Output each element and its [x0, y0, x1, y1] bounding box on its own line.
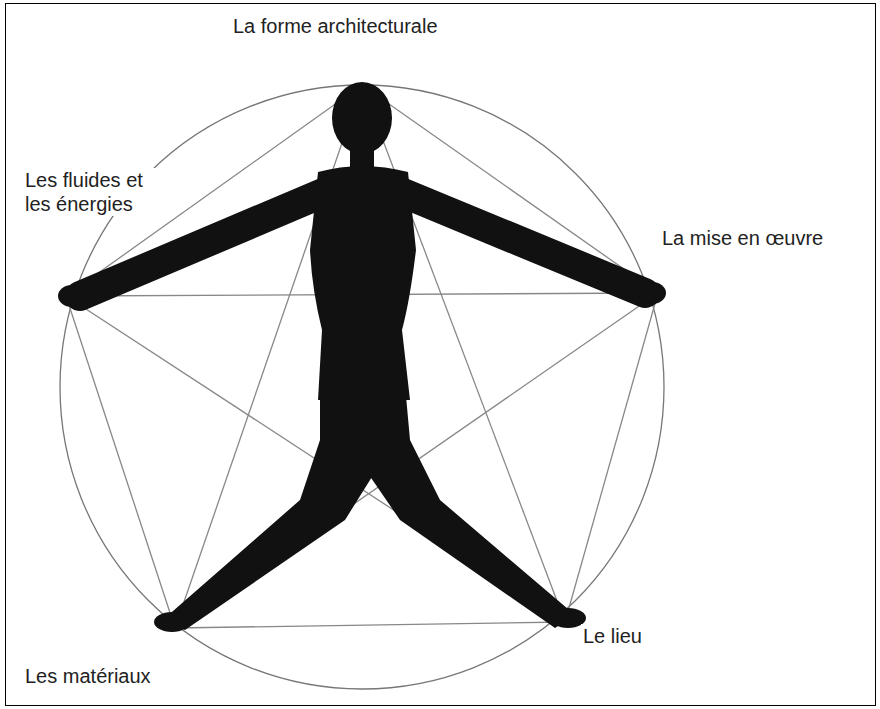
- label: La mise en œuvre: [660, 226, 825, 250]
- label: Les matériaux: [23, 664, 153, 688]
- label-box: La forme architecturale: [231, 14, 440, 38]
- pentagram: [66, 85, 658, 628]
- label: La forme architecturale: [231, 14, 440, 38]
- label: Les fluides et les énergies: [23, 168, 173, 216]
- label-box: Les fluides et les énergies: [23, 168, 173, 216]
- label-box: Le lieu: [581, 624, 644, 648]
- label: Le lieu: [581, 624, 644, 648]
- label-box: Les matériaux: [23, 664, 153, 688]
- label-box: La mise en œuvre: [660, 226, 825, 250]
- human-silhouette: [58, 82, 666, 632]
- frame: [6, 4, 876, 706]
